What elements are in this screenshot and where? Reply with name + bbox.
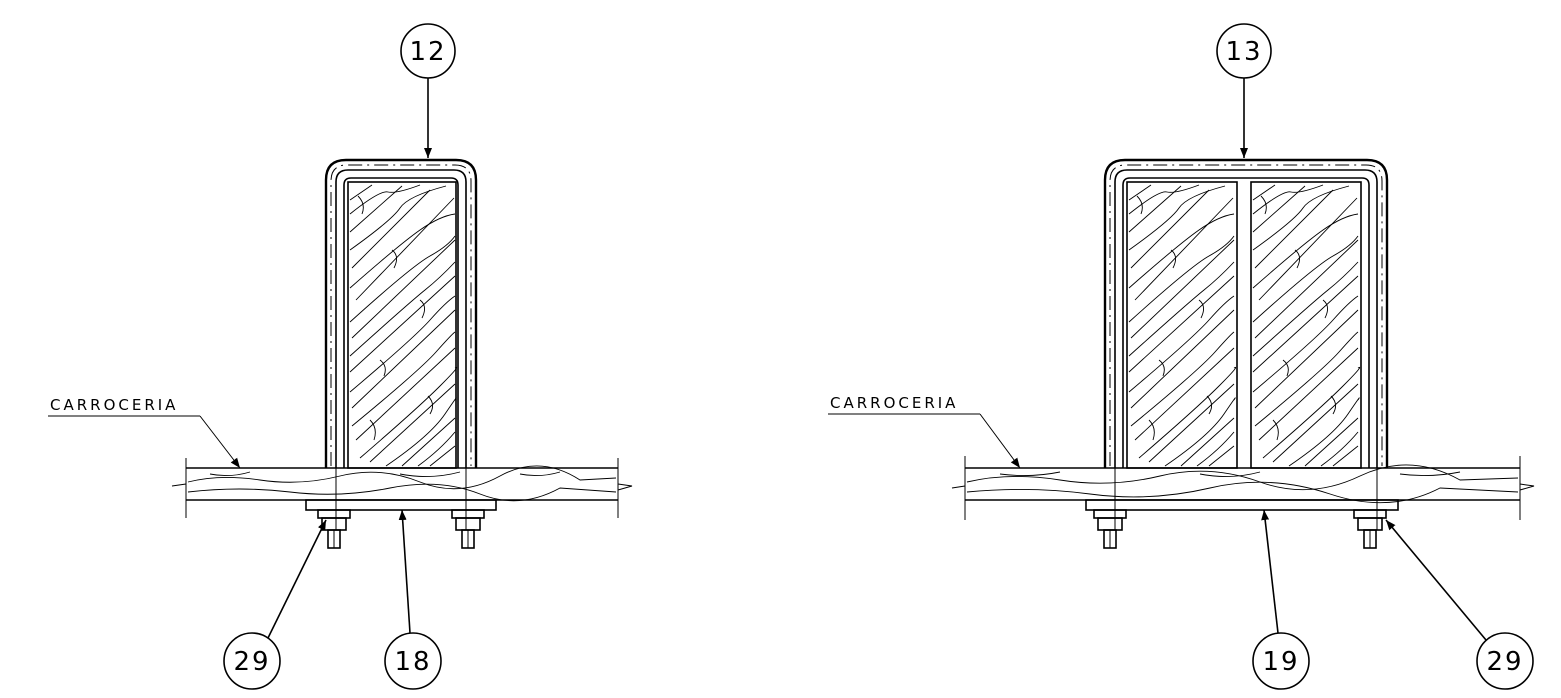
wood-block-right-1: [1126, 181, 1238, 469]
balloon-number: 12: [409, 37, 446, 67]
balloon-top-right: 13: [1216, 23, 1272, 158]
carroceria-label: CARROCERIA: [50, 396, 178, 414]
wood-block-right-2: [1250, 181, 1362, 469]
balloon-number: 13: [1225, 37, 1262, 67]
wood-block-left: [347, 181, 458, 469]
carroceria-label: CARROCERIA: [830, 394, 958, 412]
balloon-number: 18: [394, 647, 431, 677]
balloon-bottom-right-1: 19: [1252, 509, 1310, 690]
bolt-right-1: [1093, 509, 1127, 549]
detail-right: 13 CARROCERIA 19 29: [828, 23, 1535, 690]
balloon-top-left: 12: [400, 23, 456, 158]
bolt-right-2: [1353, 509, 1387, 549]
balloon-number: 29: [1486, 647, 1523, 677]
balloon-bottom-right-2: 29: [1385, 519, 1534, 690]
bolt-left-1: [317, 509, 351, 549]
balloon-number: 29: [233, 647, 270, 677]
balloon-bottom-left-1: 29: [223, 519, 327, 690]
body-label-left: CARROCERIA: [48, 396, 241, 469]
base-plate-right: [1085, 499, 1399, 511]
detail-left: 12 CARROCERIA 29 18: [48, 23, 633, 690]
carroceria-board-right: [951, 456, 1535, 530]
carroceria-board-left: [171, 458, 633, 530]
balloon-bottom-left-2: 18: [384, 509, 442, 690]
balloon-number: 19: [1262, 647, 1299, 677]
wood-grain-left: [349, 184, 458, 467]
base-plate-left: [305, 499, 497, 511]
channel-profile-right: [1103, 158, 1389, 468]
body-label-right: CARROCERIA: [828, 394, 1021, 469]
bolt-left-2: [451, 509, 485, 549]
channel-profile-left: [324, 158, 478, 468]
